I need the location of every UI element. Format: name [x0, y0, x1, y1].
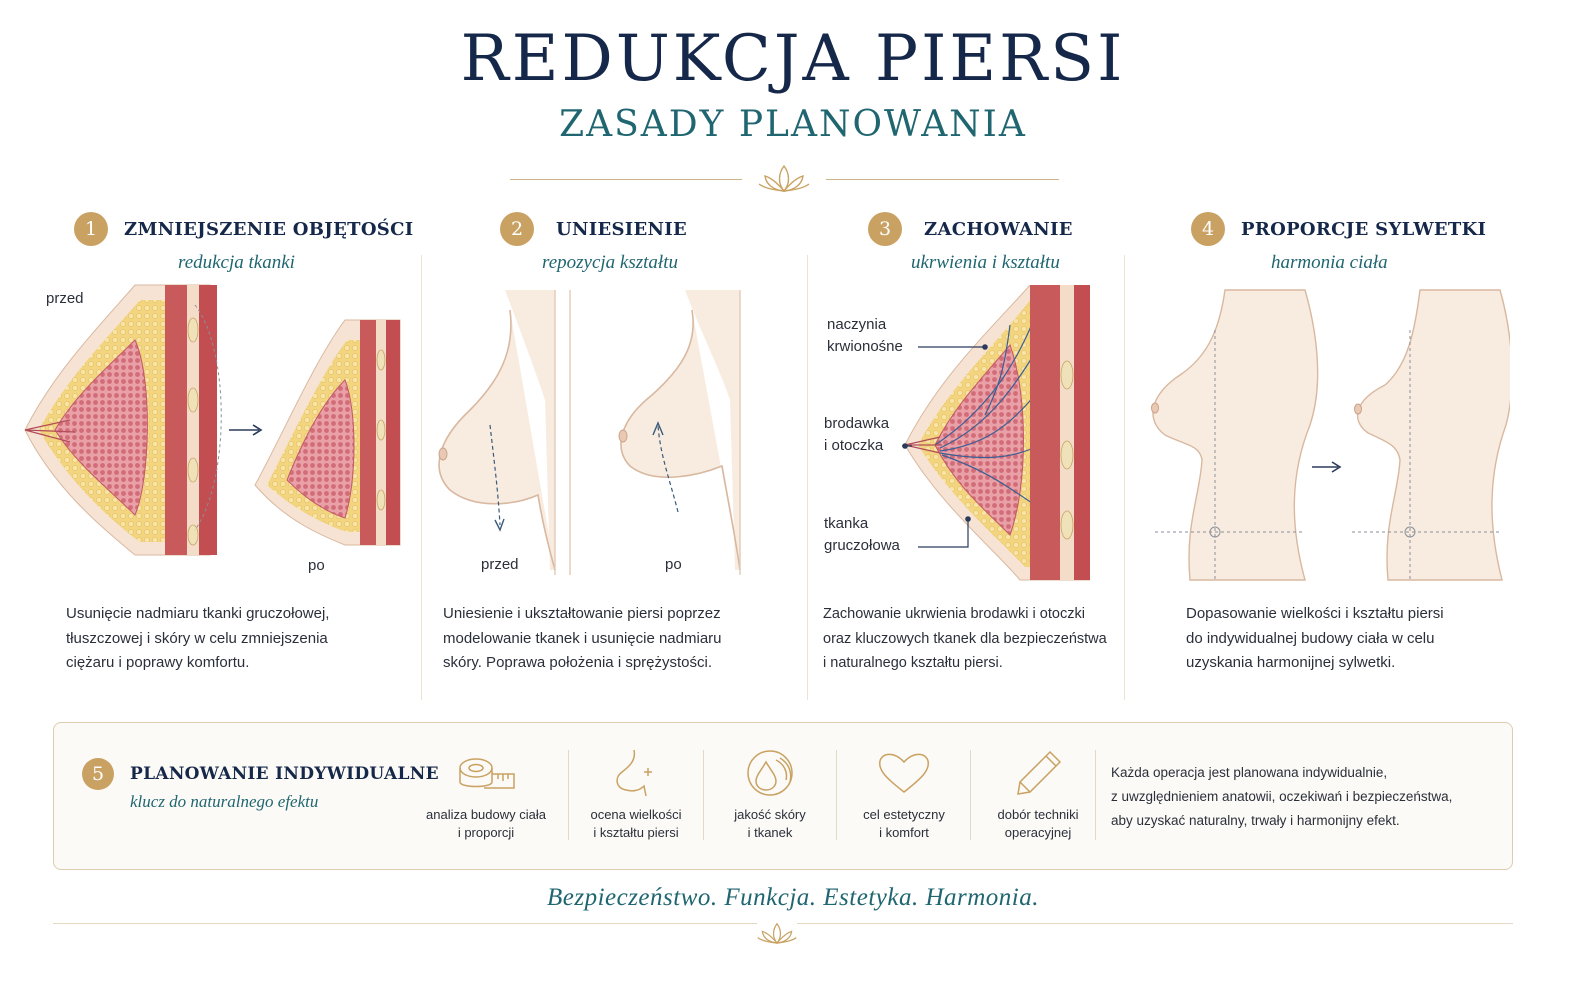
planning-item-body-analysis: analiza budowy ciała i proporcji: [421, 748, 551, 842]
breast-cross-section-before: [24, 284, 217, 556]
column-subtitle: repozycja kształtu: [542, 252, 678, 273]
planning-heading: 5 PLANOWANIE INDYWIDUALNE: [82, 758, 439, 790]
column-description: Zachowanie ukrwienia brodawki i otoczki …: [823, 606, 1107, 671]
torso-silhouette-after: [1352, 289, 1510, 581]
skin-drop-icon: [747, 750, 793, 796]
breast-cross-section-after: [254, 319, 401, 546]
column-2-heading: 2 UNIESIENIE: [500, 212, 687, 246]
column-1-heading: 1 ZMNIEJSZENIE OBJĘTOŚCI: [74, 212, 413, 246]
torso-profile-before: [438, 290, 556, 575]
label-blood-vessels: naczynia krwionośne: [827, 316, 903, 355]
column-description: Dopasowanie wielkości i kształtu piersi …: [1186, 605, 1444, 671]
heart-icon: [878, 753, 930, 793]
step-number-badge: 2: [500, 212, 534, 246]
preservation-illustration: [904, 285, 1090, 581]
body-proportions-illustration: [1151, 289, 1510, 581]
label-after: po: [308, 557, 325, 574]
planning-item-aesthetic-goal: cel estetyczny i komfort: [839, 748, 969, 842]
planning-title: PLANOWANIE INDYWIDUALNE: [130, 764, 439, 784]
column-divider: [1124, 255, 1125, 700]
label-before: przed: [481, 556, 519, 573]
step-number-badge: 3: [868, 212, 902, 246]
header-divider-right: [826, 179, 1059, 180]
planning-note: Każda operacja jest planowana indywidual…: [1111, 765, 1453, 828]
planning-item-label: jakość skóry i tkanek: [734, 807, 806, 840]
planning-divider: [836, 750, 837, 840]
page-subtitle: ZASADY PLANOWANIA: [559, 104, 1027, 145]
column-description: Usunięcie nadmiaru tkanki gruczołowej, t…: [66, 605, 330, 671]
lift-illustration: [438, 290, 741, 575]
planning-subtitle: klucz do naturalnego efektu: [130, 792, 319, 811]
column-4-heading: 4 PROPORCJE SYLWETKI: [1191, 212, 1486, 246]
arrow-right-icon: [229, 424, 263, 436]
planning-item-technique: dobór techniki operacyjnej: [973, 748, 1103, 842]
column-subtitle: redukcja tkanki: [178, 252, 295, 273]
torso-profile-after: [618, 290, 741, 575]
pencil-icon: [1017, 750, 1062, 795]
column-subtitle: harmonia ciała: [1271, 252, 1388, 273]
breast-profile-icon: [616, 749, 652, 797]
column-title: PROPORCJE SYLWETKI: [1241, 218, 1487, 240]
planning-item-label: cel estetyczny i komfort: [863, 807, 945, 840]
planning-item-size-assessment: ocena wielkości i kształtu piersi: [571, 748, 701, 842]
planning-divider: [568, 750, 569, 840]
label-nipple-areola: brodawka i otoczka: [824, 415, 890, 454]
individual-planning-panel: [53, 722, 1513, 870]
planning-divider: [970, 750, 971, 840]
column-title: ZMNIEJSZENIE OBJĘTOŚCI: [124, 218, 414, 240]
label-after: po: [665, 556, 682, 573]
planning-item-skin-quality: jakość skóry i tkanek: [705, 748, 835, 842]
volume-reduction-illustration: [24, 284, 401, 556]
step-number-badge: 5: [82, 758, 114, 790]
arrow-right-icon: [1312, 461, 1342, 473]
label-before: przed: [46, 290, 84, 307]
planning-item-label: analiza budowy ciała i proporcji: [426, 807, 546, 840]
column-divider: [807, 255, 808, 700]
column-3-heading: 3 ZACHOWANIE: [868, 212, 1073, 246]
column-divider: [421, 255, 422, 700]
planning-item-label: dobór techniki operacyjnej: [997, 807, 1079, 840]
header-divider-left: [510, 179, 742, 180]
column-title: UNIESIENIE: [556, 218, 688, 240]
label-glandular-tissue: tkanka gruczołowa: [824, 515, 900, 554]
removed-volume-outline: [194, 304, 222, 531]
footer-motto: Bezpieczeństwo. Funkcja. Estetyka. Harmo…: [546, 884, 1040, 911]
torso-silhouette-before: [1151, 289, 1319, 581]
column-description: Uniesienie i ukształtowanie piersi poprz…: [443, 605, 722, 671]
label-leader-lines: [902, 344, 988, 548]
page-title: REDUKCJA PIERSI: [460, 22, 1126, 96]
planning-divider: [703, 750, 704, 840]
lotus-icon: [758, 164, 810, 193]
column-subtitle: ukrwienia i kształtu: [911, 252, 1060, 273]
lotus-icon: [757, 920, 797, 946]
measuring-tape-icon: [459, 758, 515, 789]
planning-item-label: ocena wielkości i kształtu piersi: [590, 807, 682, 840]
step-number-badge: 4: [1191, 212, 1225, 246]
planning-divider: [1095, 750, 1096, 840]
column-title: ZACHOWANIE: [924, 218, 1073, 240]
step-number-badge: 1: [74, 212, 108, 246]
